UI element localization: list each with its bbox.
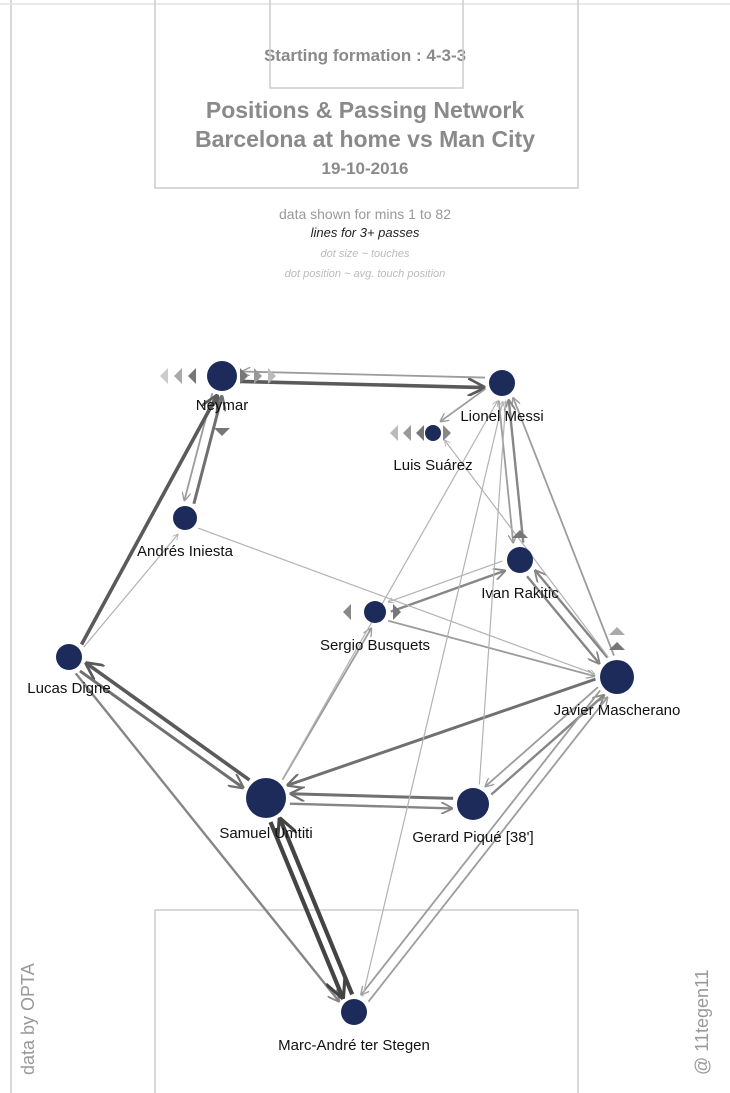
player-dot xyxy=(457,788,489,820)
bottom-penalty-box xyxy=(154,909,579,1093)
pass-line-busquets-rakitic xyxy=(390,571,505,613)
pass-line-terstegen-messi xyxy=(362,402,503,997)
player-iniesta: Andrés Iniesta xyxy=(137,506,234,560)
pass-line-umtiti-messi xyxy=(281,401,497,780)
right-triangle-icon xyxy=(393,604,401,620)
credit-opta: data by OPTA xyxy=(18,963,38,1075)
pass-lines xyxy=(74,372,615,1003)
down-triangle-icon xyxy=(214,428,230,436)
right-triangle-icon xyxy=(443,425,451,441)
player-dot xyxy=(364,601,386,623)
pass-line-mascherano-pique xyxy=(485,686,599,786)
player-neymar: Neymar xyxy=(196,361,249,414)
player-label: Ivan Rakitic xyxy=(481,585,559,602)
player-label: Neymar xyxy=(196,397,249,414)
player-label: Andrés Iniesta xyxy=(137,543,234,560)
pass-line-messi-neymar xyxy=(242,372,486,379)
up-triangle-icon xyxy=(609,627,625,635)
pass-line-mascherano-umtiti xyxy=(288,677,597,785)
player-label: Gerard Piqué [38'] xyxy=(412,829,533,846)
pass-line-rakitic-messi xyxy=(509,400,525,543)
player-pique: Gerard Piqué [38'] xyxy=(412,788,534,846)
lines-note: lines for 3+ passes xyxy=(310,225,420,240)
pass-line-digne-terstegen xyxy=(74,672,339,1001)
left-triangle-icon xyxy=(416,425,424,441)
player-rakitic: Ivan Rakitic xyxy=(481,547,559,602)
player-dot xyxy=(425,425,441,441)
player-suarez: Luis Suárez xyxy=(393,425,473,474)
player-dot xyxy=(600,660,634,694)
right-triangle-icon xyxy=(254,368,262,384)
credit-author: @ 11tegen11 xyxy=(692,969,712,1075)
pass-line-neymar-messi xyxy=(240,381,484,387)
player-dot xyxy=(246,778,286,818)
pass-line-busquets-mascherano xyxy=(387,619,594,676)
pass-line-digne-iniesta xyxy=(83,534,178,648)
title-line2: Barcelona at home vs Man City xyxy=(195,126,535,152)
top-penalty-box xyxy=(154,0,579,189)
dot-position-note: dot position ~ avg. touch position xyxy=(284,268,446,280)
left-triangle-icon xyxy=(174,368,182,384)
pass-line-terstegen-mascherano xyxy=(367,697,607,1003)
player-label: Javier Mascherano xyxy=(554,702,681,719)
pass-line-mascherano-terstegen xyxy=(361,689,601,994)
player-dot xyxy=(341,999,367,1025)
up-triangle-icon xyxy=(512,530,528,538)
player-messi: Lionel Messi xyxy=(460,370,544,425)
player-label: Lionel Messi xyxy=(460,408,543,425)
player-dot xyxy=(507,547,533,573)
pass-line-terstegen-umtiti xyxy=(280,819,355,996)
direction-markers xyxy=(160,368,625,650)
pass-line-messi-suarez xyxy=(441,388,486,421)
pass-line-messi-rakitic xyxy=(497,400,513,542)
player-dot xyxy=(489,370,515,396)
left-triangle-icon xyxy=(343,604,351,620)
player-label: Luis Suárez xyxy=(393,457,472,474)
player-label: Lucas Digne xyxy=(27,680,110,697)
player-label: Samuel Umtiti xyxy=(219,825,312,842)
player-busquets: Sergio Busquets xyxy=(320,601,430,654)
left-triangle-icon xyxy=(160,368,168,384)
player-umtiti: Samuel Umtiti xyxy=(219,778,313,842)
pass-line-pique-umtiti xyxy=(291,794,454,799)
pass-line-rakitic-mascherano xyxy=(526,575,599,663)
right-triangle-icon xyxy=(240,368,248,384)
pass-line-umtiti-pique xyxy=(289,804,452,809)
minutes-text: data shown for mins 1 to 82 xyxy=(279,206,451,222)
player-dot xyxy=(56,644,82,670)
player-label: Sergio Busquets xyxy=(320,637,430,654)
pass-line-digne-umtiti xyxy=(79,669,243,788)
pass-line-mascherano-rakitic xyxy=(535,571,609,659)
date-text: 19-10-2016 xyxy=(321,159,409,178)
pass-line-umtiti-digne xyxy=(87,663,251,782)
dot-size-note: dot size ~ touches xyxy=(320,248,410,260)
left-triangle-icon xyxy=(188,368,196,384)
left-triangle-icon xyxy=(403,425,411,441)
player-dot xyxy=(207,361,237,391)
pass-line-digne-neymar xyxy=(79,396,217,646)
title-line1: Positions & Passing Network xyxy=(205,97,525,123)
player-label: Marc-André ter Stegen xyxy=(278,1037,430,1054)
pass-line-iniesta-mascherano xyxy=(198,527,594,674)
left-triangle-icon xyxy=(390,425,398,441)
up-triangle-icon xyxy=(609,642,625,650)
pass-line-pique-messi xyxy=(478,401,505,785)
top-goal-box xyxy=(269,0,464,89)
player-terstegen: Marc-André ter Stegen xyxy=(278,999,430,1054)
pass-line-umtiti-busquets xyxy=(281,628,371,781)
formation-text: Starting formation : 4-3-3 xyxy=(263,46,467,65)
pass-line-pique-mascherano xyxy=(490,695,604,796)
player-digne: Lucas Digne xyxy=(27,644,111,697)
pass-line-rakitic-busquets xyxy=(388,560,503,602)
player-mascherano: Javier Mascherano xyxy=(554,660,681,719)
pass-line-umtiti-terstegen xyxy=(268,821,343,997)
player-dot xyxy=(173,506,197,530)
right-triangle-icon xyxy=(268,368,276,384)
pass-line-mascherano-messi xyxy=(513,398,615,656)
